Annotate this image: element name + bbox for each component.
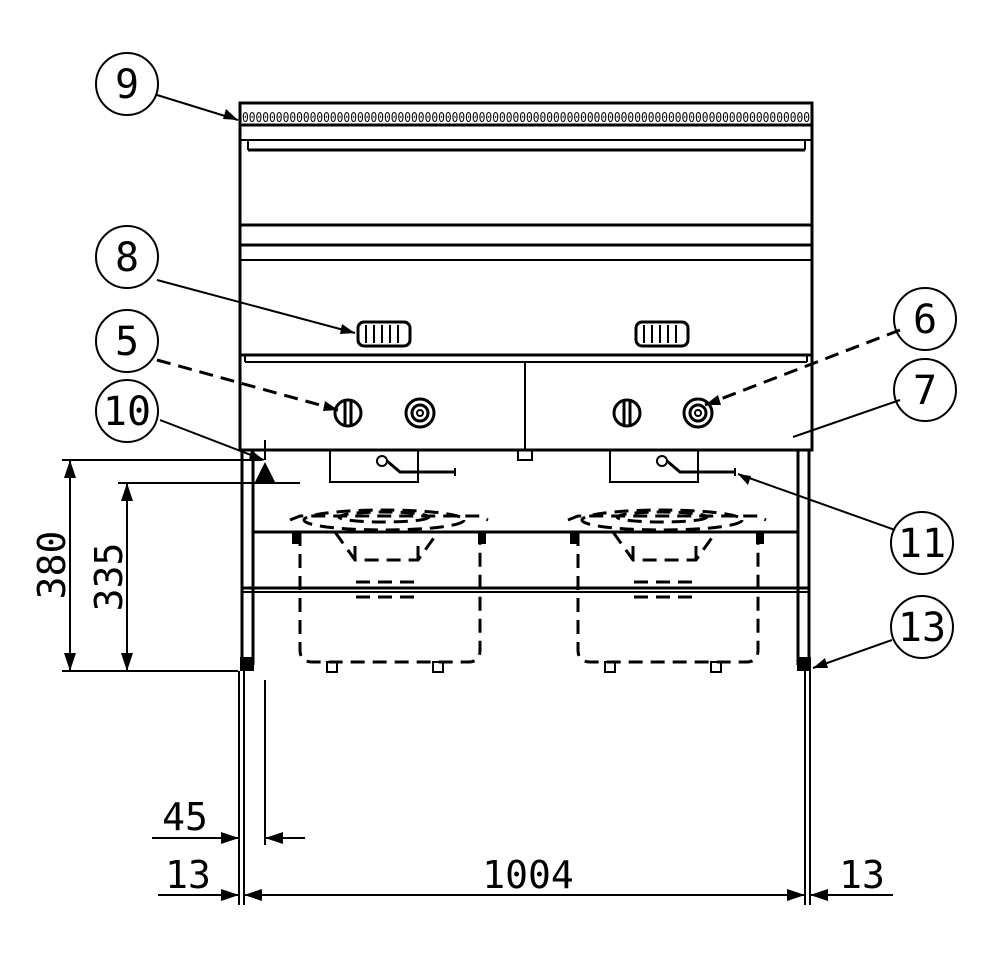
vent-right [634,320,690,348]
callout-7-label: 7 [913,368,937,414]
dimension-1004: 1004 [244,853,805,901]
cabinet-body [238,101,814,461]
fry-pot-right [567,508,767,673]
callout-9-label: 9 [115,62,139,108]
callout-8: 8 [95,225,159,289]
dimension-13-right: 13 [810,853,893,901]
ignition-knob-right [682,397,714,429]
callout-10: 10 [95,379,159,443]
valve-knob-left [333,398,363,428]
dimension-380: 380 [30,459,262,672]
callout-11-label: 11 [898,521,946,567]
valve-knob-right [612,398,642,428]
dimension-45-label: 45 [162,795,208,839]
dimension-13-right-label: 13 [839,853,885,897]
callout-10-label: 10 [103,389,151,435]
grill-vents: 0000000000000000000000000000000000000000… [242,110,810,126]
dimension-1004-label: 1004 [482,853,574,897]
drain-handle-right [609,450,736,483]
ignition-knob-left [404,397,436,429]
callout-5: 5 [95,309,159,373]
leader-lines [156,94,901,669]
callout-9: 9 [95,52,159,116]
dimension-335-label: 335 [87,543,131,612]
callout-6: 6 [893,287,957,351]
callout-6-label: 6 [913,297,937,343]
dimension-380-label: 380 [30,531,74,600]
callout-13: 13 [890,595,954,659]
callout-5-label: 5 [115,319,139,365]
callout-13-label: 13 [898,605,946,651]
frame-legs [238,440,811,905]
dimension-13-left-label: 13 [165,853,211,897]
dimension-13-left: 13 [158,853,239,901]
drain-handle-left [329,450,456,483]
callout-8-label: 8 [115,235,139,281]
vent-left [356,320,412,348]
callout-7: 7 [893,358,957,422]
callout-11: 11 [890,511,954,575]
dimension-335: 335 [87,482,300,671]
dimension-45: 45 [152,795,305,844]
fry-pot-left [289,508,489,673]
